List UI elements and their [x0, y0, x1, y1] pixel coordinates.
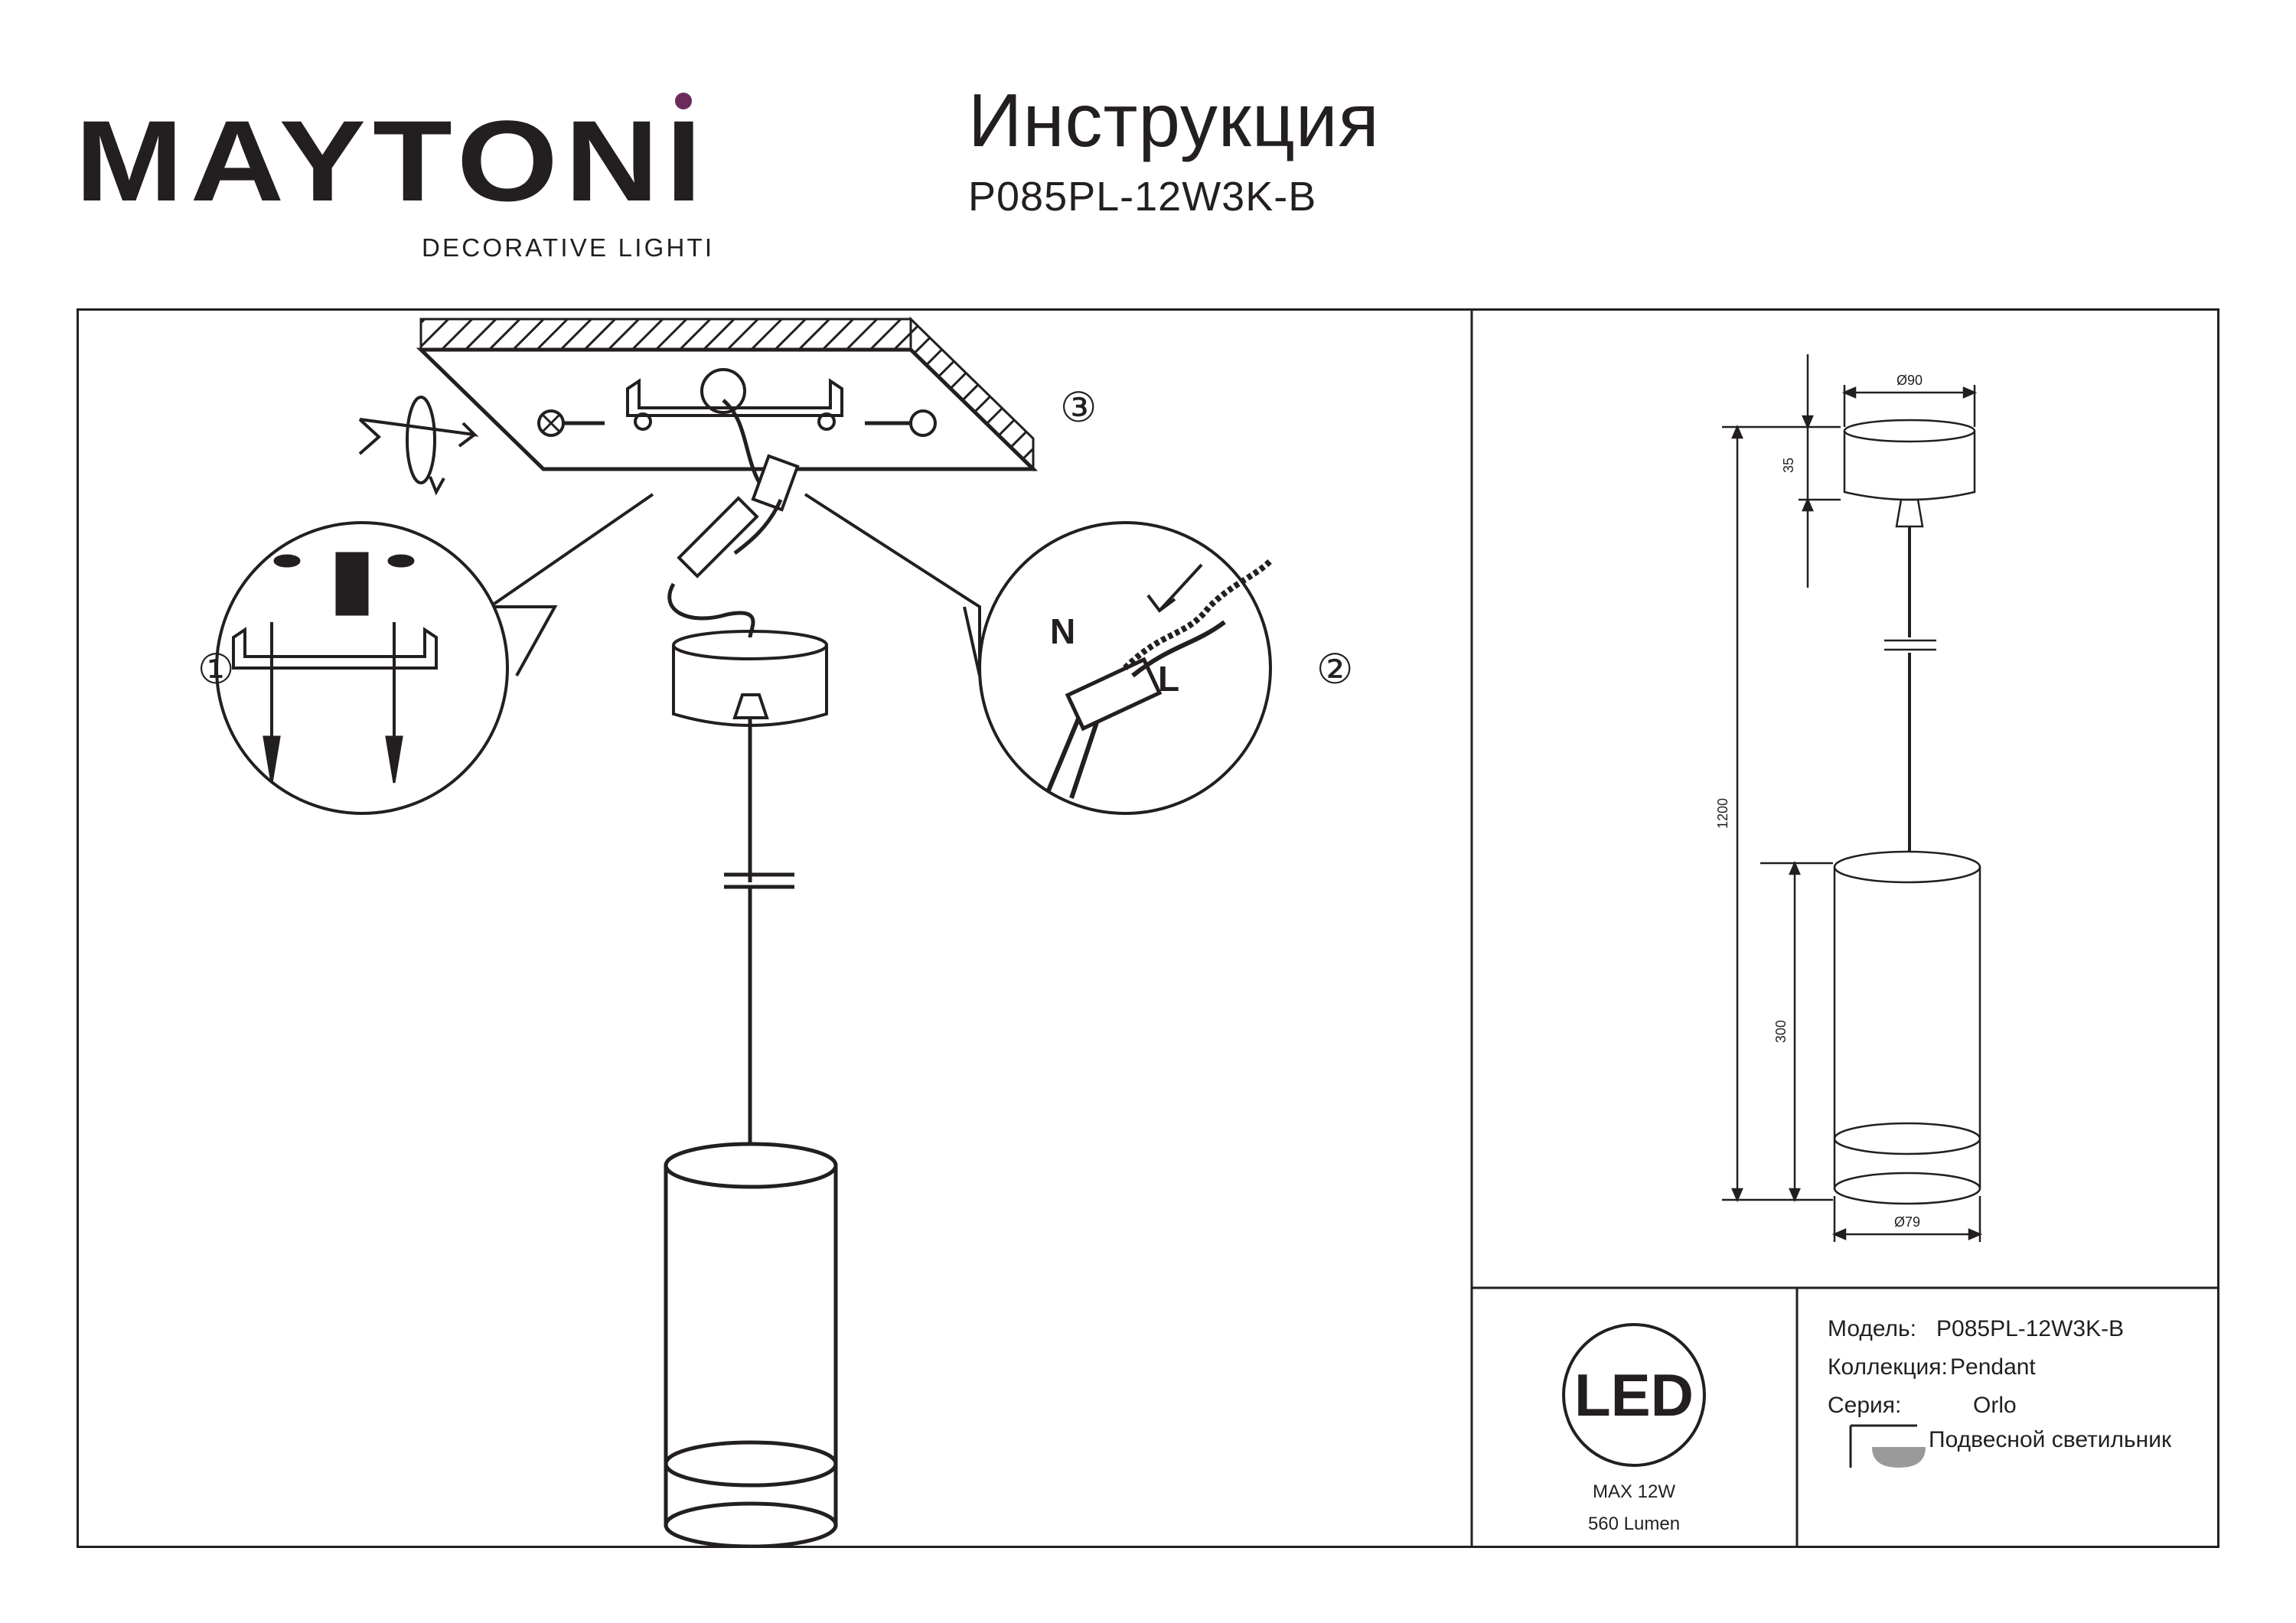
- total-length-label: 1200: [1715, 798, 1730, 829]
- canopy-height-label: 35: [1781, 458, 1796, 473]
- detail-mounting-screws: [215, 521, 509, 815]
- step-3-marker: ③: [1060, 385, 1097, 431]
- shade-diameter-label: Ø79: [1894, 1214, 1920, 1230]
- dimension-drawing: Ø90 35 1200 300 Ø79: [1715, 354, 1983, 1242]
- instruction-frame: ① ② ③ N L: [77, 308, 2219, 1548]
- led-power: MAX 12W: [1592, 1481, 1676, 1502]
- canopy: [672, 630, 828, 727]
- spec-model-value: P085PL-12W3K-B: [1936, 1316, 2125, 1341]
- neutral-wire-label: N: [1050, 611, 1075, 651]
- shade-height-label: 300: [1773, 1020, 1789, 1043]
- pendant-lamp-icon: [1849, 1424, 1926, 1468]
- screw-icon: [537, 409, 605, 437]
- spec-series-value: Orlo: [1973, 1393, 2017, 1418]
- brand-tagline: DECORATIVE LIGHTING: [422, 233, 710, 262]
- led-flux: 560 Lumen: [1587, 1514, 1681, 1534]
- spec-collection-value: Pendant: [1950, 1354, 2036, 1380]
- led-text: LED: [1574, 1361, 1694, 1429]
- live-wire-label: L: [1158, 659, 1179, 699]
- document-title: Инструкция: [968, 78, 1380, 162]
- spec-model-label: Модель:: [1828, 1316, 1917, 1341]
- driver-box: [677, 496, 759, 578]
- frame-border: [77, 308, 2219, 1548]
- detail-wire-connection: [978, 521, 1273, 815]
- brand-name: MAYTONI: [75, 96, 709, 225]
- ceiling-mount: [416, 316, 1039, 512]
- step-1-marker: ①: [197, 647, 234, 693]
- rotate-arrow-icon: [358, 396, 479, 496]
- brand-accent-dot: [675, 93, 692, 109]
- spec-series-label: Серия:: [1828, 1393, 1902, 1418]
- installation-drawing: ① ② ③ N L: [197, 316, 1353, 1548]
- brand-logo: MAYTONI DECORATIVE LIGHTING: [75, 93, 710, 262]
- step-2-marker: ②: [1316, 647, 1353, 693]
- pendant-shade: [664, 1142, 838, 1548]
- canopy-diameter-label: Ø90: [1896, 373, 1923, 388]
- screw-icon: [865, 409, 937, 437]
- led-badge: LED: [1562, 1323, 1706, 1467]
- spec-collection-label: Коллекция:: [1828, 1354, 1948, 1380]
- document-header: Инструкция P085PL-12W3K-B: [968, 83, 1380, 217]
- document-model: P085PL-12W3K-B: [968, 174, 1317, 220]
- spec-type-value: Подвесной светильник: [1929, 1427, 2172, 1452]
